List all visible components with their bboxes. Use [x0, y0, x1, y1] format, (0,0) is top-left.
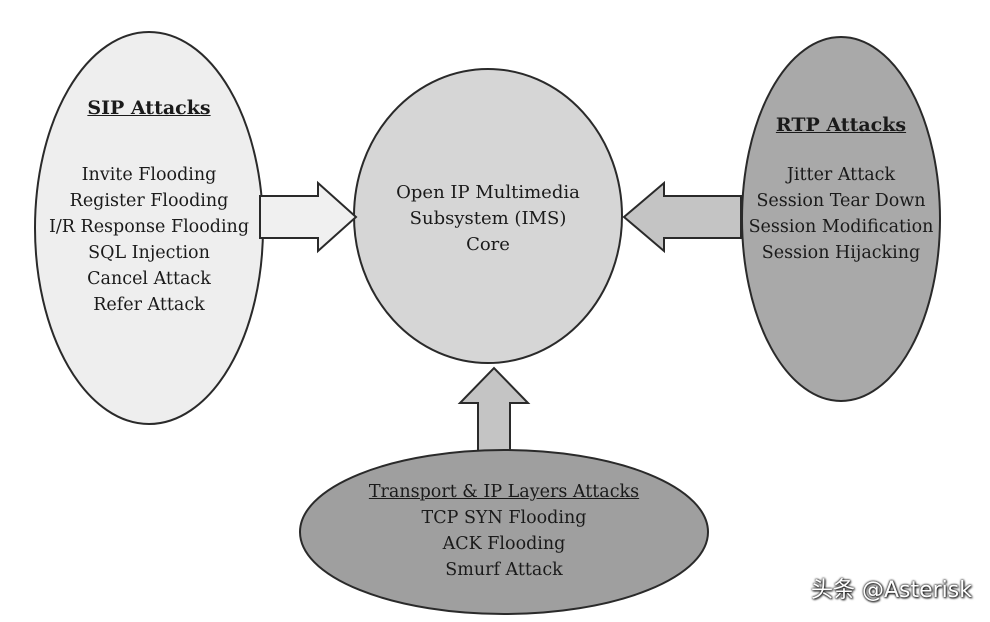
list-item: Cancel Attack [87, 269, 211, 289]
list-item: TCP SYN Flooding [421, 508, 587, 528]
transport-attacks-ellipse [299, 449, 709, 615]
transport-attacks-title: Transport & IP Layers Attacks [368, 482, 640, 502]
core-line-2: Subsystem (IMS) [409, 208, 567, 229]
watermark: 头条 @Asterisk [810, 578, 972, 603]
list-item: Refer Attack [93, 295, 205, 315]
sip-to-core-arrow [259, 180, 358, 254]
list-item: ACK Flooding [442, 534, 566, 554]
core-line-1: Open IP Multimedia [396, 182, 580, 203]
list-item: SQL Injection [88, 243, 210, 263]
list-item: Register Flooding [69, 191, 229, 211]
list-item: Invite Flooding [81, 165, 217, 185]
list-item: Session Modification [748, 217, 934, 237]
list-item: Smurf Attack [445, 560, 563, 580]
core-line-3: Core [466, 234, 510, 255]
sip-attacks-list: Invite Flooding Register Flooding I/R Re… [29, 162, 269, 318]
transport-attacks-block: Transport & IP Layers Attacks TCP SYN Fl… [344, 479, 664, 583]
core-label: Open IP Multimedia Subsystem (IMS) Core [388, 180, 588, 258]
list-item: Jitter Attack [786, 165, 896, 185]
rtp-attacks-list: Jitter Attack Session Tear Down Session … [731, 162, 951, 266]
rtp-to-core-arrow [622, 180, 742, 254]
list-item: Session Hijacking [761, 243, 921, 263]
sip-attacks-title: SIP Attacks [87, 97, 211, 119]
rtp-attacks-title: RTP Attacks [775, 114, 907, 136]
transport-to-core-arrow [457, 366, 531, 453]
list-item: Session Tear Down [756, 191, 926, 211]
list-item: I/R Response Flooding [48, 217, 250, 237]
